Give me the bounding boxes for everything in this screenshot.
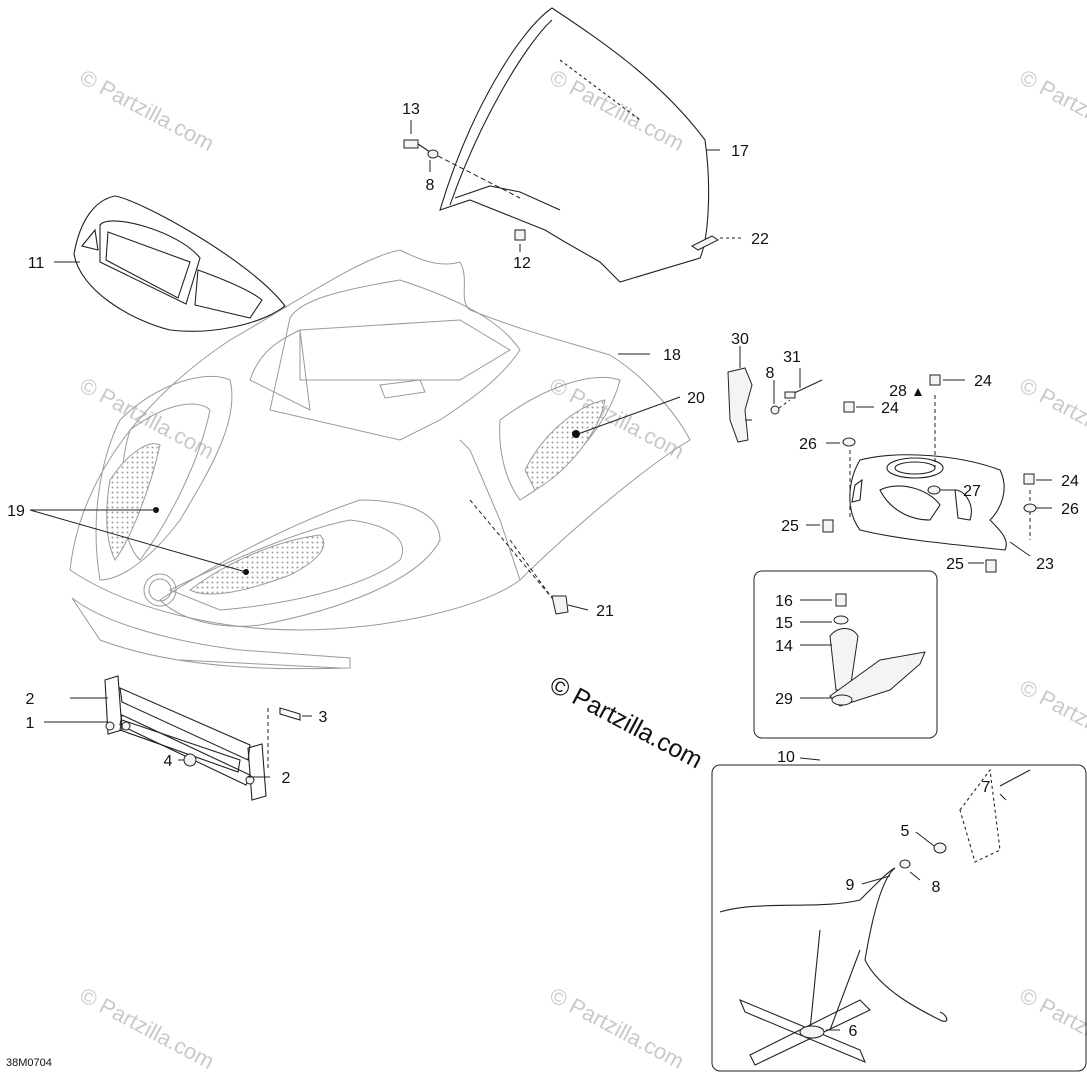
callout-14: 14 xyxy=(775,638,793,655)
console-cover xyxy=(849,395,1031,551)
callout-5: 5 xyxy=(901,823,910,840)
callout-2-lower: 2 xyxy=(282,770,291,787)
mesh-panels xyxy=(106,399,606,595)
instrument-panel xyxy=(73,195,286,332)
callout-7: 7 xyxy=(982,779,991,796)
callout-8-bracket: 8 xyxy=(766,365,775,382)
inset-box-lamp xyxy=(753,570,938,739)
windshield-screw xyxy=(403,139,521,199)
callout-31: 31 xyxy=(783,349,801,366)
callout-12: 12 xyxy=(513,255,531,272)
callout-24-right: 24 xyxy=(1061,473,1079,490)
callout-22: 22 xyxy=(751,231,769,248)
callout-11: 11 xyxy=(28,255,45,272)
watermark-tile: © Partzilla.com xyxy=(76,982,219,1073)
callout-27: 27 xyxy=(963,483,981,500)
callout-10: 10 xyxy=(777,749,795,766)
hinge-assembly xyxy=(104,675,301,801)
windshield-clip xyxy=(691,235,742,251)
watermark-tile: © Partzilla.com xyxy=(1016,982,1087,1073)
callout-23: 23 xyxy=(1036,556,1054,573)
callout-8-windshield: 8 xyxy=(426,177,435,194)
callout-26-left: 26 xyxy=(799,436,817,453)
console-hardware xyxy=(822,374,1037,573)
callout-30: 30 xyxy=(731,331,749,348)
watermark-tile: © Partzilla.com xyxy=(1016,64,1087,156)
callout-18: 18 xyxy=(663,347,681,364)
callout-6: 6 xyxy=(849,1023,858,1040)
callout-9: 9 xyxy=(846,877,855,894)
callout-13: 13 xyxy=(402,101,420,118)
callout-28: 28 xyxy=(889,383,907,400)
callout-labels: 11 19 2 1 4 2 3 21 18 20 17 22 13 8 12 3… xyxy=(7,101,1079,1040)
side-bracket xyxy=(727,367,823,443)
callout-1: 1 xyxy=(26,715,35,732)
callout-26-right: 26 xyxy=(1061,501,1079,518)
watermark-tile: © Partzilla.com xyxy=(1016,372,1087,464)
windshield-nut xyxy=(514,229,526,241)
callout-24-top: 24 xyxy=(974,373,992,390)
reference-code: 38M0704 xyxy=(6,1057,52,1069)
watermark-tile: © Partzilla.com xyxy=(546,982,689,1073)
callout-16: 16 xyxy=(775,593,793,610)
callout-8-cable: 8 xyxy=(932,879,941,896)
callout-15: 15 xyxy=(775,615,793,632)
callout-19: 19 xyxy=(7,503,25,520)
callout-4: 4 xyxy=(164,753,173,770)
callout-25-bottom: 25 xyxy=(946,556,964,573)
hood-clip xyxy=(469,499,569,615)
callout-21: 21 xyxy=(596,603,614,620)
watermark-tile: © Partzilla.com xyxy=(546,64,689,156)
callout-20: 20 xyxy=(687,390,705,407)
callout-25-left: 25 xyxy=(781,518,799,535)
callout-2-upper: 2 xyxy=(26,691,35,708)
watermark-tile: © Partzilla.com xyxy=(1016,674,1087,766)
watermark-tile: © Partzilla.com xyxy=(76,64,219,156)
callout-17: 17 xyxy=(731,143,749,160)
watermark-center: © Partzilla.com xyxy=(545,671,707,775)
hood-body xyxy=(69,249,691,670)
callout-3: 3 xyxy=(319,709,328,726)
leader-lines xyxy=(29,120,1052,1031)
callout-24-mid: 24 xyxy=(881,400,899,417)
inset-box-cables xyxy=(711,764,1087,1072)
callout-29: 29 xyxy=(775,691,793,708)
